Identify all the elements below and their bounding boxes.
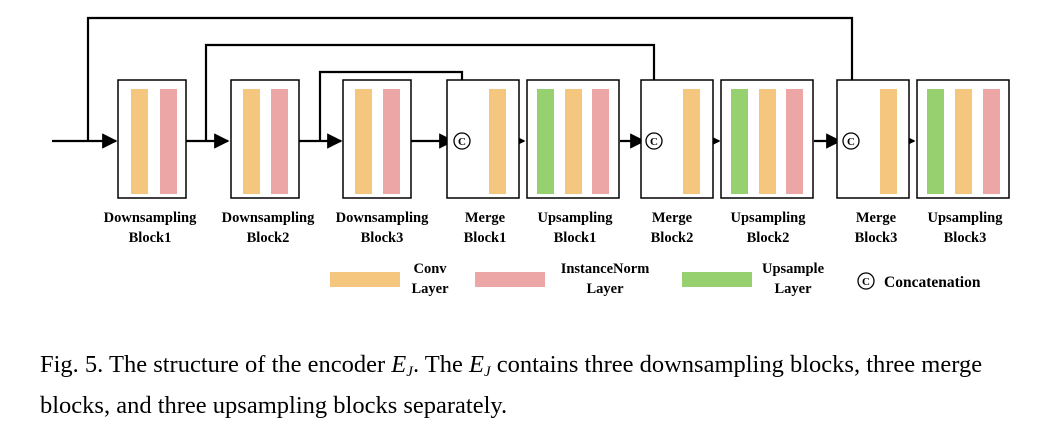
upsample-layer	[927, 89, 944, 194]
legend: Conv Layer InstanceNorm Layer Upsample L…	[330, 261, 981, 297]
svg-text:C: C	[650, 136, 658, 148]
svg-text:C: C	[847, 136, 855, 148]
legend-conv-line1: Conv	[413, 261, 447, 277]
caption-symbol: E	[391, 351, 407, 378]
figure-caption: Fig. 5. The structure of the encoder EJ.…	[40, 348, 1050, 423]
label-merge1-line2: Block1	[464, 230, 507, 246]
upsample-layer	[537, 89, 554, 194]
svg-text:C: C	[458, 136, 466, 148]
caption-symbol-subscript: J	[406, 364, 413, 380]
caption-middle2: contains three downsampling blocks, thre…	[40, 351, 983, 419]
svg-text:C: C	[862, 276, 870, 288]
legend-conv-swatch	[330, 272, 400, 287]
conv-layer	[565, 89, 582, 194]
legend-upsample-line1: Upsample	[762, 261, 825, 277]
downsampling-block-1	[117, 79, 187, 199]
encoder-structure-diagram: C C C Downsampling Block1 D	[52, 16, 1010, 297]
label-down3-line2: Block3	[361, 230, 404, 246]
legend-instancenorm-line1: InstanceNorm	[561, 261, 650, 277]
label-down3-line1: Downsampling	[336, 210, 429, 226]
concat-symbol: C	[645, 132, 663, 150]
label-down2-line2: Block2	[247, 230, 290, 246]
legend-concatenation-label: Concatenation	[884, 274, 981, 291]
conv-layer	[683, 89, 700, 194]
label-up1-line1: Upsampling	[538, 210, 614, 226]
upsampling-block-2	[720, 79, 814, 199]
label-merge2-line1: Merge	[652, 210, 693, 226]
upsampling-block-3	[916, 79, 1010, 199]
instancenorm-layer	[592, 89, 609, 194]
conv-layer	[131, 89, 148, 194]
label-up3-line1: Upsampling	[928, 210, 1004, 226]
conv-layer	[955, 89, 972, 194]
instancenorm-layer	[383, 89, 400, 194]
label-down2-line1: Downsampling	[222, 210, 315, 226]
skip-connection-1	[86, 16, 860, 141]
instancenorm-layer	[271, 89, 288, 194]
caption-middle1: . The	[412, 351, 469, 378]
legend-upsample-line2: Layer	[774, 281, 812, 297]
label-up3-line2: Block3	[944, 230, 987, 246]
upsampling-block-1	[526, 79, 620, 199]
label-merge3-line1: Merge	[856, 210, 897, 226]
legend-instancenorm-line2: Layer	[586, 281, 624, 297]
concat-symbol: C	[453, 132, 471, 150]
upsample-layer	[731, 89, 748, 194]
label-up1-line2: Block1	[554, 230, 597, 246]
label-down1-line1: Downsampling	[104, 210, 197, 226]
instancenorm-layer	[786, 89, 803, 194]
label-merge2-line2: Block2	[651, 230, 694, 246]
legend-conv-line2: Layer	[411, 281, 449, 297]
conv-layer	[243, 89, 260, 194]
legend-instancenorm-swatch	[475, 272, 545, 287]
caption-symbol-subscript: J	[483, 364, 491, 380]
label-merge1-line1: Merge	[465, 210, 506, 226]
downsampling-block-3	[342, 79, 412, 199]
conv-layer	[880, 89, 897, 194]
conv-layer	[489, 89, 506, 194]
caption-symbol: E	[468, 351, 484, 378]
merge-block-1	[446, 79, 520, 199]
legend-concat-symbol: C	[857, 272, 875, 290]
label-merge3-line2: Block3	[855, 230, 898, 246]
instancenorm-layer	[160, 89, 177, 194]
label-down1-line2: Block1	[129, 230, 172, 246]
label-up2-line1: Upsampling	[731, 210, 807, 226]
downsampling-block-2	[230, 79, 300, 199]
instancenorm-layer	[983, 89, 1000, 194]
caption-prefix: Fig. 5. The structure of the encoder	[40, 351, 392, 378]
label-up2-line2: Block2	[747, 230, 790, 246]
legend-upsample-swatch	[682, 272, 752, 287]
conv-layer	[355, 89, 372, 194]
conv-layer	[759, 89, 776, 194]
concat-symbol: C	[842, 132, 860, 150]
